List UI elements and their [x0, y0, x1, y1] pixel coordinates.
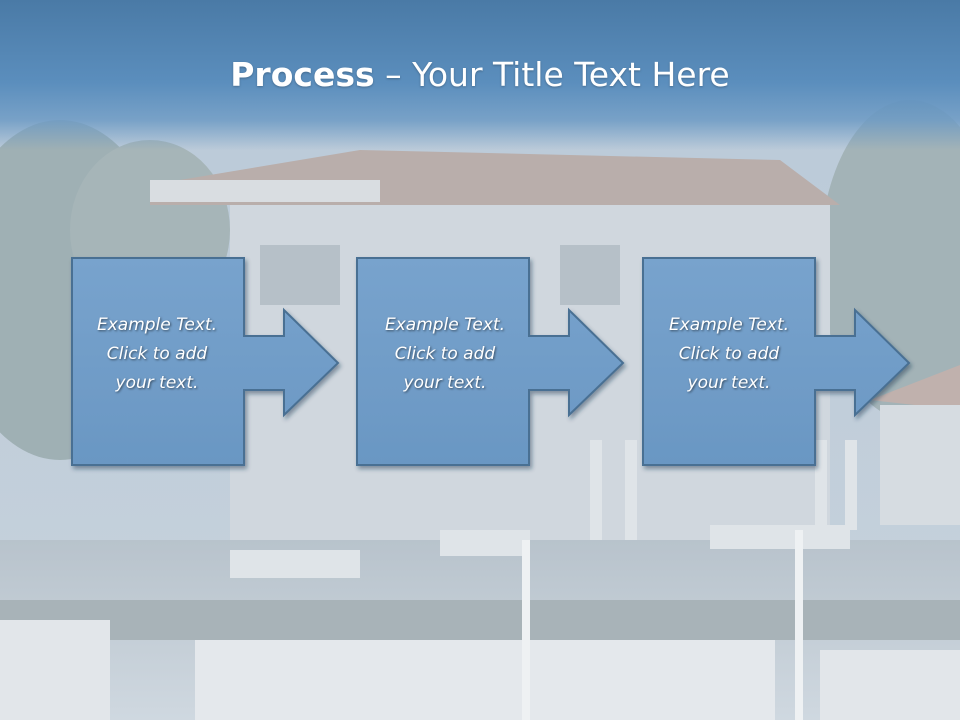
- step-1-line-2: Click to add: [106, 344, 208, 364]
- step-3-line-3: your text.: [687, 373, 771, 393]
- step-1-arrow-shape: [71, 257, 340, 466]
- process-step-2[interactable]: [356, 257, 625, 466]
- step-2-arrow-shape: [356, 257, 625, 466]
- step-2-text[interactable]: Example Text. Click to add your text.: [359, 311, 531, 398]
- step-2-line-1: Example Text.: [384, 315, 506, 335]
- step-3-line-1: Example Text.: [668, 315, 790, 335]
- step-1-line-3: your text.: [115, 373, 199, 393]
- title-rest: – Your Title Text Here: [374, 55, 730, 94]
- step-3-line-2: Click to add: [678, 344, 780, 364]
- process-step-1[interactable]: [71, 257, 340, 466]
- step-3-text[interactable]: Example Text. Click to add your text.: [643, 311, 815, 398]
- title-band: [0, 0, 960, 150]
- step-1-text[interactable]: Example Text. Click to add your text.: [71, 311, 243, 398]
- title-bold: Process: [230, 55, 375, 94]
- step-3-arrow-shape: [642, 257, 911, 466]
- process-step-3[interactable]: [642, 257, 911, 466]
- step-2-line-3: your text.: [403, 373, 487, 393]
- step-1-line-1: Example Text.: [96, 315, 218, 335]
- step-2-line-2: Click to add: [394, 344, 496, 364]
- slide-title[interactable]: Process – Your Title Text Here: [0, 52, 960, 98]
